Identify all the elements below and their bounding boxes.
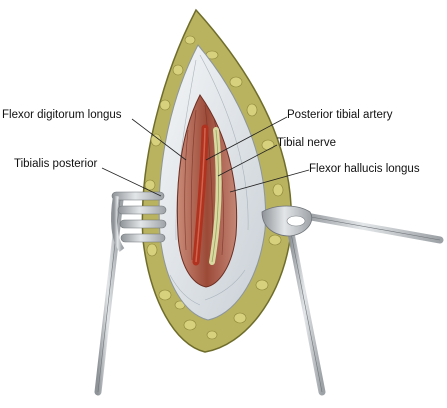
leader-tibial-nerve	[217, 144, 278, 177]
left-retractor	[94, 191, 167, 396]
label-tibialis-posterior: Tibialis posterior	[14, 158, 98, 170]
leader-tibialis-posterior	[101, 167, 162, 197]
label-tibial-nerve: Tibial nerve	[277, 137, 337, 149]
leader-flexor-hallucis-longus	[229, 169, 310, 193]
leader-flexor-digitorum-longus	[131, 118, 187, 161]
leader-posterior-tibial-artery	[205, 116, 288, 161]
label-flexor-digitorum-longus: Flexor digitorum longus	[2, 109, 122, 121]
muscle-bed	[176, 94, 238, 288]
label-posterior-tibial-artery: Posterior tibial artery	[287, 109, 393, 121]
right-retractor	[261, 205, 444, 396]
label-flexor-hallucis-longus: Flexor hallucis longus	[309, 163, 420, 175]
